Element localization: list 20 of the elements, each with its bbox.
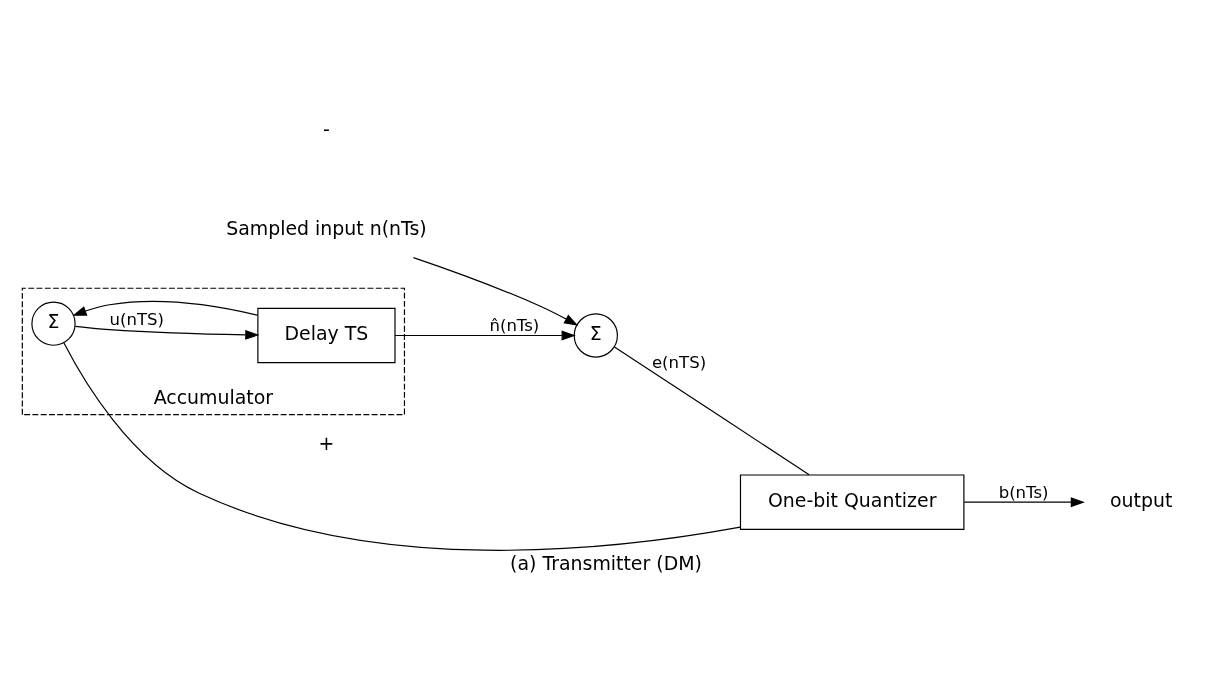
edge-label: u(nTS) [109, 309, 164, 329]
caption: (a) Transmitter (DM) [510, 551, 702, 574]
node-box: One-bit Quantizer [739, 473, 965, 530]
connector [63, 341, 741, 551]
arrow [72, 300, 259, 316]
edge-label: e(nTS) [651, 352, 707, 372]
node-text: output [1110, 488, 1173, 511]
connector [613, 345, 810, 475]
arrow [412, 256, 579, 326]
node-box: Delay TS [257, 307, 396, 363]
edge-label: n̂(nTs) [489, 315, 540, 335]
node-circle: Σ [573, 312, 618, 358]
label: - [323, 117, 330, 139]
node-circle: Σ [31, 301, 76, 346]
node-text: Sampled input n(nTs) [226, 216, 427, 239]
edge-label: b(nTs) [998, 482, 1049, 502]
arrow [963, 496, 1085, 507]
arrow [74, 325, 260, 340]
arrow [394, 330, 576, 340]
label: + [318, 431, 335, 454]
